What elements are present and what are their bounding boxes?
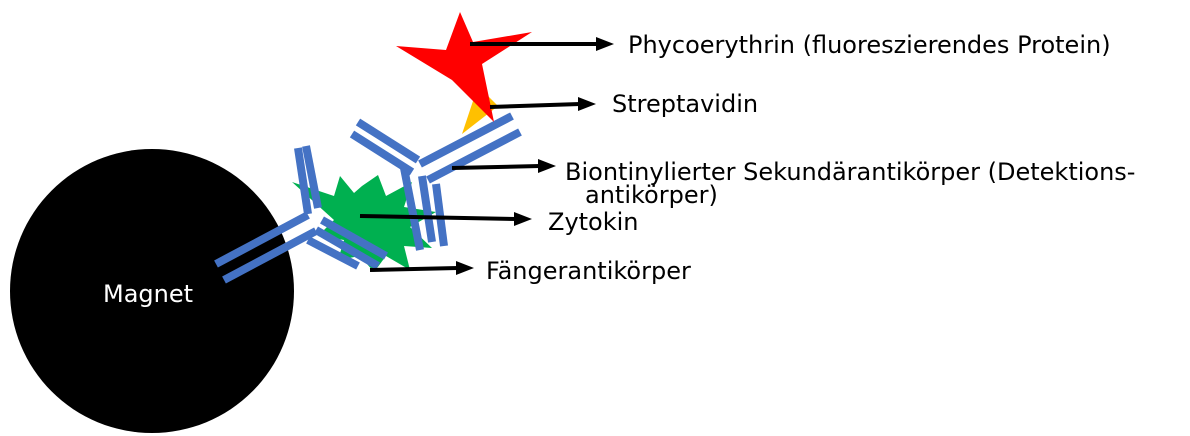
label-streptavidin: Streptavidin <box>612 90 758 118</box>
label-cytokine: Zytokin <box>548 208 639 236</box>
arrow-streptavidin <box>490 97 596 111</box>
label-capture-antibody: Fängerantikörper <box>486 257 691 285</box>
label-phycoerythrin: Phycoerythrin (fluoreszierendes Protein) <box>628 31 1111 59</box>
arrow-capture-antibody <box>370 261 474 275</box>
magnet-label: Magnet <box>103 280 193 308</box>
label-detection-antibody-line2: antikörper) <box>585 181 718 209</box>
